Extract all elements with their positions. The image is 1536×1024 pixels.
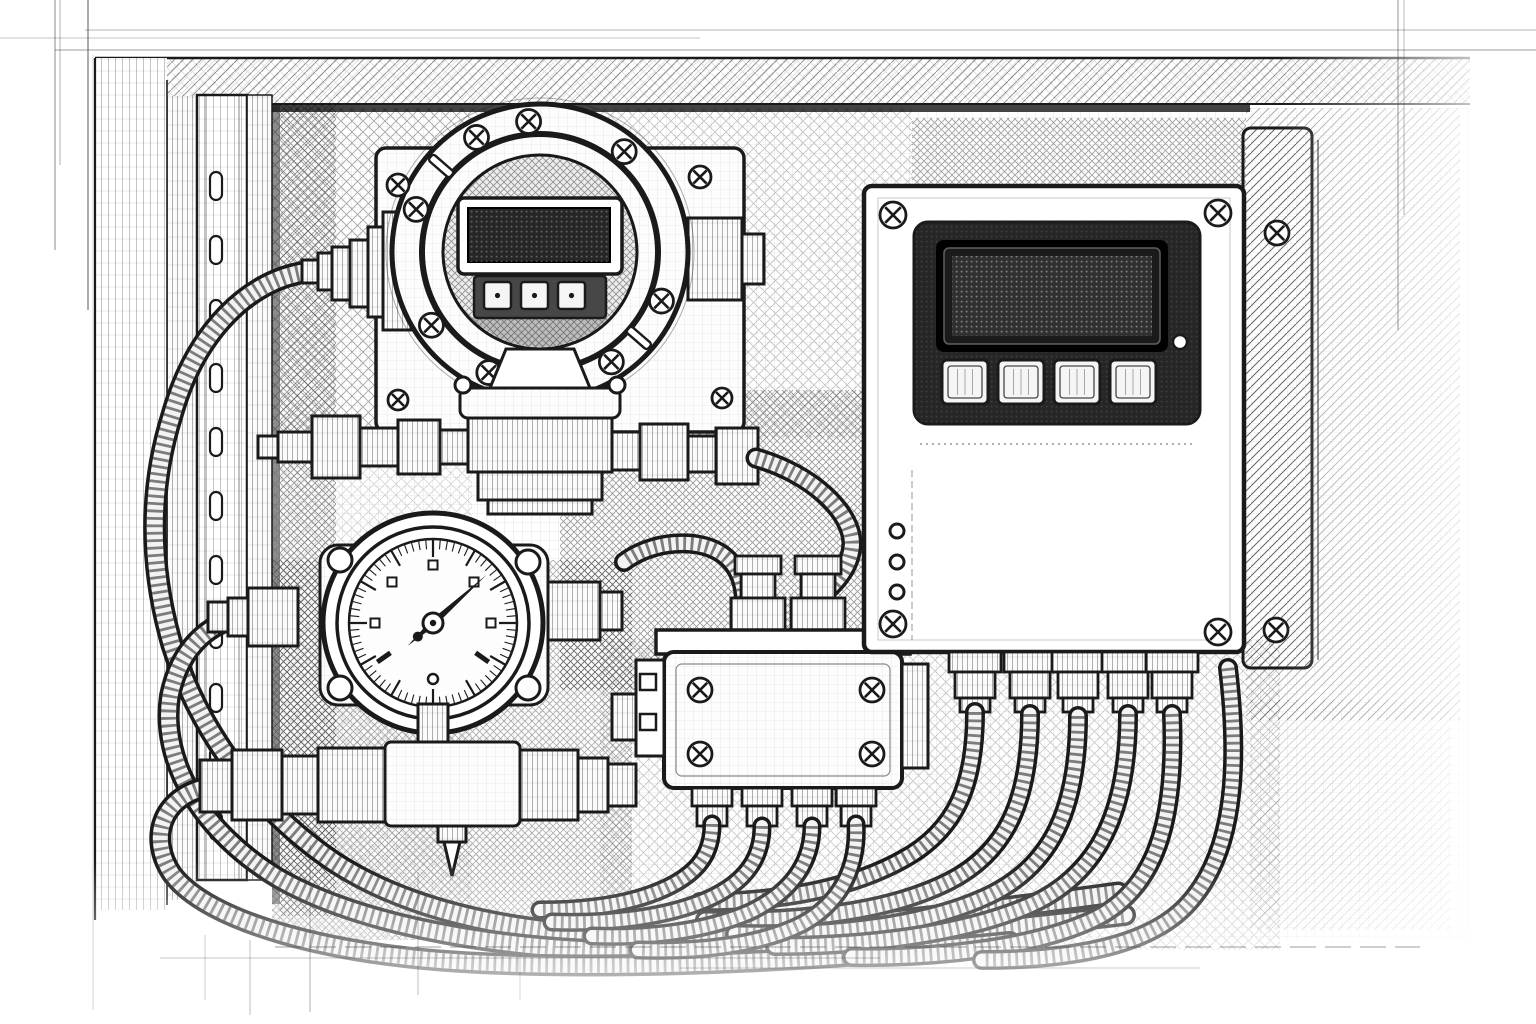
controller-display: [936, 240, 1168, 352]
controller-leds: [888, 522, 906, 601]
manifold-body: [383, 740, 522, 828]
right-fade: [1280, 0, 1536, 1024]
gauge-left-fitting: [206, 586, 300, 648]
right-cap-fitting: [686, 216, 766, 302]
junction-right-flange: [900, 662, 930, 770]
cable-conduit-transmitter-to-junction: [745, 447, 863, 607]
sensor-body: [466, 416, 614, 474]
gauge-needle: [407, 574, 487, 646]
junction-top-glands: [729, 554, 847, 634]
controller-buttons: [940, 358, 1158, 406]
pressure-transmitter: [256, 97, 766, 516]
junction-left-stub: [610, 692, 638, 742]
analog-gauge: [206, 510, 624, 736]
bottom-fade: [0, 860, 1536, 1024]
left-process-pipe: [256, 414, 470, 480]
neck-collar: [458, 386, 622, 420]
gauge-dial: [349, 539, 517, 707]
junction-face: [662, 650, 904, 790]
display-indicator-dot: [1171, 333, 1189, 351]
transmitter-buttons: [482, 280, 587, 311]
drain-plug: [442, 840, 462, 877]
neck: [487, 347, 593, 390]
gauge-manifold: [198, 702, 638, 877]
bezel-screws: [402, 108, 675, 386]
screws-layer: [326, 164, 1291, 768]
controller-unit: [861, 126, 1319, 714]
gauge-right-fitting: [546, 580, 624, 642]
drain-collar: [436, 824, 468, 844]
transmitter-display: [456, 196, 624, 276]
controller-glands: [947, 650, 1200, 714]
bezel-bar-marks: [427, 153, 653, 351]
